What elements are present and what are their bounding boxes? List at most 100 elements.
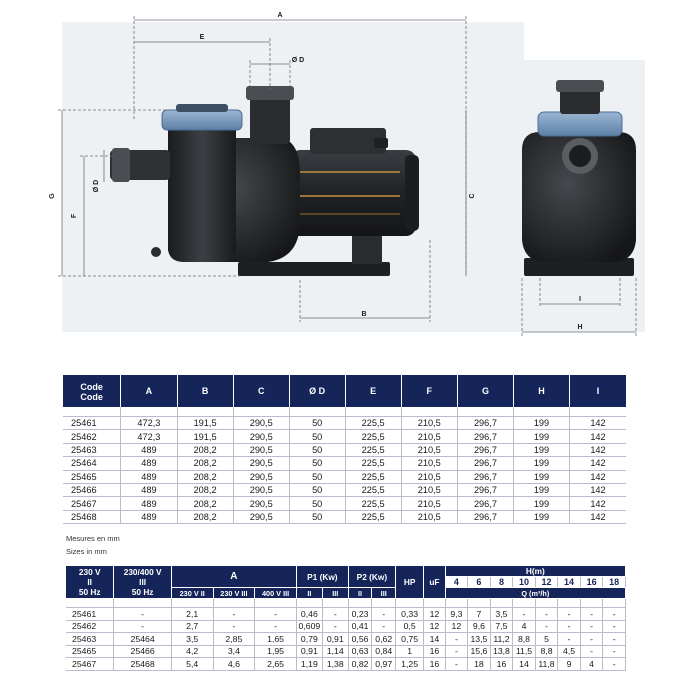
performance-cell: 8,8 (512, 632, 536, 646)
performance-cell: 11,5 (512, 645, 536, 658)
dimension-cell: 225,5 (345, 483, 402, 498)
performance-cell: 0,79 (296, 632, 323, 646)
dimension-cell: 489 (120, 496, 178, 511)
amps-subheader: 230 V II (171, 587, 214, 599)
performance-cell: - (213, 620, 256, 633)
dimension-cell: 290,5 (233, 496, 290, 511)
performance-cell: - (580, 645, 604, 658)
dimension-cell: 296,7 (457, 443, 515, 458)
performance-cell: - (445, 632, 469, 646)
dim-label-E: E (200, 34, 205, 41)
dimension-cell: 50 (289, 416, 346, 431)
performance-cell: 4,2 (171, 645, 214, 658)
dimension-cell: 191,5 (177, 429, 234, 444)
performance-cell: - (557, 620, 581, 633)
pump-side-view (110, 86, 419, 276)
performance-cell: 7,5 (490, 620, 514, 633)
performance-cell: 16 (423, 657, 446, 671)
dimension-cell: 225,5 (345, 470, 402, 484)
performance-cell: 12 (423, 607, 446, 621)
dimension-cell: 290,5 (233, 470, 290, 484)
performance-cell: 0,46 (296, 607, 323, 621)
header-H: H (513, 375, 570, 407)
dimensions-header-row: Code Code A B C Ø D E F G H I (63, 375, 626, 407)
dimension-cell: 199 (513, 456, 570, 471)
dimension-cell: 290,5 (233, 416, 290, 431)
dim-label-F: F (71, 213, 78, 218)
performance-cell: 11,8 (535, 657, 559, 671)
dimension-cell: 208,2 (177, 443, 234, 458)
dimension-cell: 199 (513, 483, 570, 498)
product-code-cell: 25461 (63, 416, 122, 431)
product-code-cell: 25468 (63, 510, 122, 525)
dim-label-B: B (361, 311, 366, 318)
product-code-cell: 25464 (63, 456, 122, 471)
performance-cell: 3,4 (213, 645, 256, 658)
performance-cell: 2,85 (213, 632, 256, 646)
product-code-cell: - (113, 620, 172, 633)
dim-label-A: A (277, 12, 282, 19)
p2-subheader: II (348, 587, 373, 599)
dimension-cell: 208,2 (177, 470, 234, 484)
dimension-cell: 142 (569, 456, 626, 471)
dimension-cell: 50 (289, 429, 346, 444)
performance-cell: 3,5 (490, 607, 514, 621)
performance-cell: - (602, 620, 626, 633)
head-value-header: 12 (535, 576, 559, 588)
dimension-lines (58, 16, 637, 336)
performance-cell: 0,41 (348, 620, 373, 633)
header-A: A (120, 375, 178, 407)
product-code-cell: 25462 (66, 620, 115, 633)
performance-cell: 1,14 (322, 645, 349, 658)
header-E: E (345, 375, 402, 407)
flow-rate-header: Q (m³/h) (445, 587, 627, 599)
performance-cell: 0,33 (395, 607, 425, 621)
performance-cell: 0,91 (322, 632, 349, 646)
performance-cell: 5 (535, 632, 559, 646)
head-value-header: 14 (557, 576, 581, 588)
performance-cell: - (557, 632, 581, 646)
dimension-cell: 142 (569, 443, 626, 458)
performance-cell: 16 (423, 645, 446, 658)
product-code-cell: 25461 (66, 607, 115, 621)
header-head-m: H(m) (445, 566, 627, 577)
performance-table: 230 V II 50 Hz 230/400 V III 50 Hz A P1 … (66, 566, 627, 671)
performance-cell: - (602, 632, 626, 646)
performance-cell: 15,6 (467, 645, 491, 658)
strainer-housing (168, 128, 236, 262)
dimension-cell: 290,5 (233, 456, 290, 471)
dimension-cell: 50 (289, 496, 346, 511)
performance-cell: - (445, 657, 469, 671)
p1-subheader: II (296, 587, 323, 599)
head-value-header: 18 (602, 576, 626, 588)
front-lid (537, 111, 623, 137)
dim-label-od-top: Ø D (292, 57, 304, 64)
performance-cell: 0,5 (395, 620, 425, 633)
product-code-cell: 25468 (113, 657, 172, 671)
dimension-cell: 489 (120, 443, 178, 458)
performance-cell: 0,82 (348, 657, 373, 671)
dimension-cell: 296,7 (457, 483, 515, 498)
dim-label-od-side: Ø D (93, 180, 100, 192)
performance-cell: 7 (467, 607, 491, 621)
dimension-cell: 208,2 (177, 483, 234, 498)
performance-cell: - (580, 620, 604, 633)
dimension-cell: 208,2 (177, 510, 234, 525)
dimension-cell: 50 (289, 483, 346, 498)
performance-cell: - (512, 607, 536, 621)
header-G: G (457, 375, 515, 407)
header-230v: 230 V II 50 Hz (66, 566, 115, 599)
pump-dimension-drawing: A E Ø D G F Ø D C B I H (49, 12, 645, 336)
dimension-cell: 489 (120, 483, 178, 498)
dim-label-C: C (469, 193, 476, 198)
dimension-cell: 191,5 (177, 416, 234, 431)
dimension-cell: 142 (569, 429, 626, 444)
product-code-cell: 25467 (66, 657, 115, 671)
performance-cell: - (535, 620, 559, 633)
performance-cell: 4 (580, 657, 604, 671)
head-value-header: 8 (490, 576, 514, 588)
product-code-cell: 25466 (63, 483, 122, 498)
